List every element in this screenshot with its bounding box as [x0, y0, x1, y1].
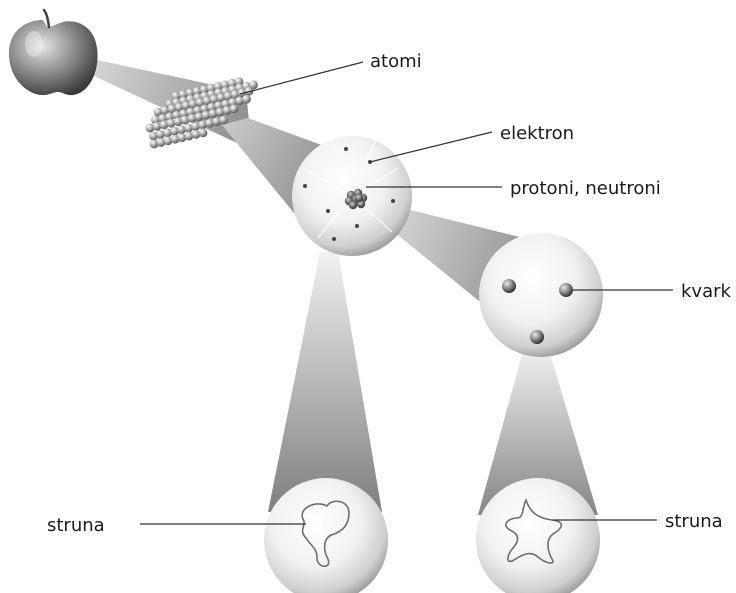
- quark-ball: [530, 330, 544, 344]
- atom-ball: [199, 128, 208, 137]
- leader-line-atoms: [240, 62, 363, 94]
- nucleon-ball: [349, 201, 357, 209]
- label-nucleons: protoni, neutroni: [510, 178, 661, 199]
- atom-ball: [230, 104, 239, 113]
- quark-ball: [559, 283, 573, 297]
- atom-magnifier: [292, 136, 412, 256]
- beam-atom-to-left-string: [268, 252, 382, 512]
- electron-dot: [355, 224, 359, 228]
- leader-line-electron: [370, 132, 492, 162]
- electron-dot: [332, 237, 336, 241]
- label-quark: kvark: [681, 281, 732, 302]
- atom-ball: [219, 116, 228, 125]
- electron-dot: [303, 184, 307, 188]
- electron-dot: [344, 147, 348, 151]
- label-atoms: atomi: [370, 51, 422, 72]
- apple: [9, 10, 98, 95]
- nucleon-ball: [355, 194, 363, 202]
- electron-dot: [391, 199, 395, 203]
- electron-dot: [326, 209, 330, 213]
- quark-ball: [502, 279, 516, 293]
- label-string-left: struna: [47, 515, 105, 536]
- label-electron: elektron: [500, 123, 574, 144]
- label-string-right: struna: [665, 511, 723, 532]
- atom-ball: [242, 95, 251, 104]
- nucleon-magnifier: [479, 233, 603, 357]
